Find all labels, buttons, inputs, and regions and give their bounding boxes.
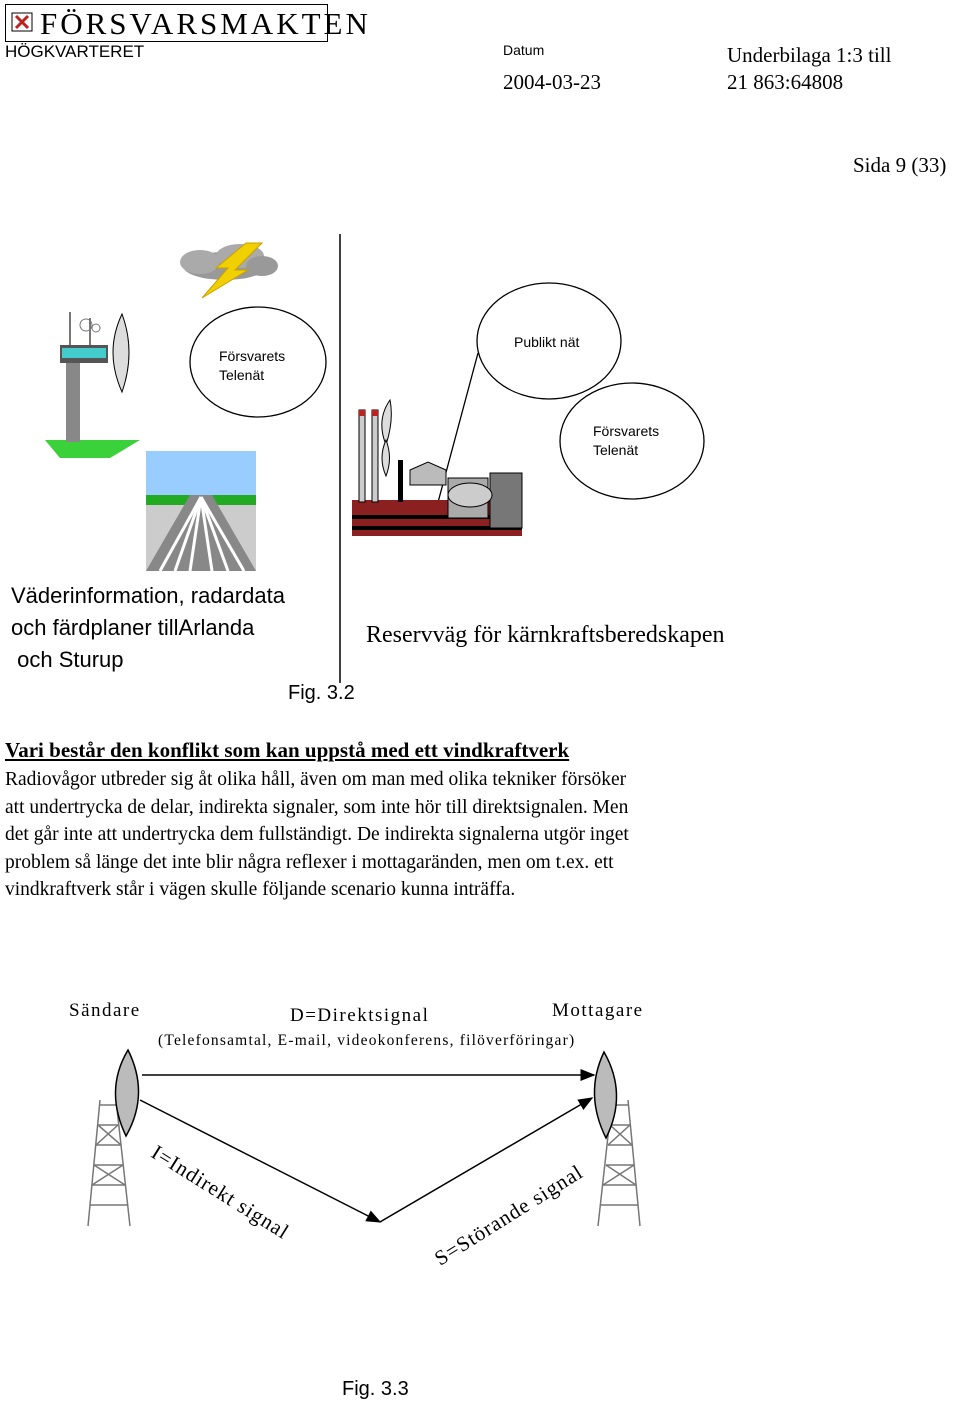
bubble-fm-telenat-2-label: Försvarets Telenät [593,423,660,458]
org-unit: HÖGKVARTERET [5,42,145,61]
bubble-fm-telenat-2 [559,382,705,500]
forsvarsmakten-logo: FÖRSVARSMAKTEN [5,4,368,42]
logo-emblem-icon [11,12,33,32]
sender-dish-icon [114,1048,140,1138]
datum-label: Datum [503,42,545,58]
document-date: 2004-03-23 [503,70,601,94]
body-line: Radiovågor utbreder sig åt olika håll, ä… [5,769,627,790]
body-line: det går inte att undertrycka dem fullstä… [5,824,629,845]
figure-3-2-label: Fig. 3.2 [288,682,355,704]
indirect-signal-arrow [139,1099,382,1223]
connector-line [432,352,479,522]
runway-icon [146,451,256,572]
bubble-fm-telenat-1-label: Försvarets Telenät [219,348,286,383]
plant-dish-2-icon [381,438,390,478]
body-line: problem så länge det inte blir några ref… [5,851,614,873]
body-line: att undertrycka de delar, indirekta sign… [5,796,629,818]
direct-signal-label: D=Direktsignal [290,1005,430,1026]
bubble-public-network [476,282,622,400]
figure-3-3-label: Fig. 3.3 [342,1378,409,1400]
section-heading: Vari består den konflikt som kan uppstå … [5,738,570,762]
sender-label: Sändare [69,1000,141,1021]
thunder-cloud-icon [180,242,278,299]
section-body: Radiovågor utbreder sig åt olika håll, ä… [5,766,955,904]
interference-signal-arrow [379,1097,594,1223]
bubble-public-network-label: Publikt nät [514,334,580,350]
receiver-label: Mottagare [552,1000,644,1021]
appendix-title: Underbilaga 1:3 till [727,43,892,67]
bubble-fm-telenat-1 [189,306,327,418]
logo-text: FÖRSVARSMAKTEN [40,6,371,41]
receiver-dish-icon [593,1050,618,1140]
power-plant-icon [352,409,523,536]
page-number: Sida 9 (33) [853,153,947,177]
left-caption: Väderinformation, radardata och färdplan… [11,583,285,672]
tower-dish-icon [112,312,130,394]
examples-label: (Telefonsamtal, E-mail, videokonferens, … [158,1032,576,1049]
body-line: vindkraftverk står i vägen skulle följan… [5,879,516,900]
figure-3-2 [45,234,705,683]
document-reference: 21 863:64808 [727,70,844,94]
sender-mast-icon [87,1099,131,1227]
right-caption: Reservväg för kärnkraftsberedskapen [366,622,725,648]
control-tower-icon [45,312,140,458]
